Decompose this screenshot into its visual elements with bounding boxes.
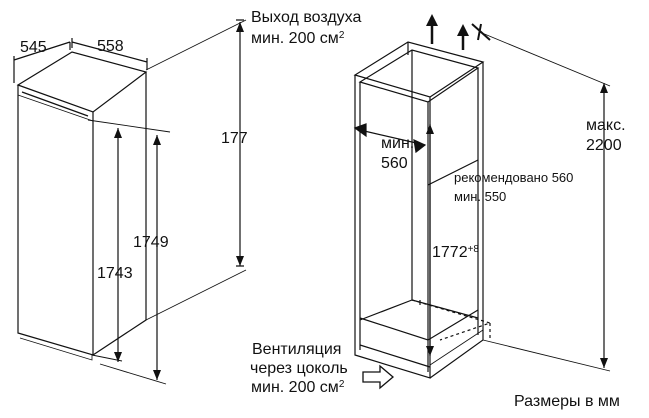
niche-frame-drawing: [353, 41, 492, 379]
min-width-label: мин. 550: [454, 189, 507, 204]
niche-dimensions: [353, 32, 611, 372]
arrowhead-up: [600, 83, 608, 93]
fridge-height-dimensions: [87, 119, 171, 385]
plinth-ventilation-arrow: [362, 364, 395, 390]
niche-height-label: 1772+8: [432, 244, 479, 262]
air-outlet-area-text: мин. 200 см: [251, 30, 339, 47]
ventilation-area-sup: 2: [338, 379, 345, 390]
arrowhead-up: [114, 128, 122, 138]
ventilation-area: мин. 200 см2: [251, 379, 344, 397]
niche-height-value: 1772: [432, 244, 468, 261]
niche-width-value-label: 560: [381, 155, 408, 172]
arrowhead-down: [600, 358, 608, 368]
width-dimension-label: 558: [97, 38, 124, 55]
depth-dimension-label: 545: [20, 39, 47, 56]
ventilation-area-text: мин. 200 см: [251, 379, 339, 396]
air-outlet-title: Выход воздуха: [251, 9, 362, 26]
ventilation-plinth: через цоколь: [250, 360, 348, 377]
arrowhead-down: [114, 352, 122, 362]
recommended-width-label: рекомендовано 560: [454, 170, 574, 185]
inner-height-label: 1743: [97, 265, 133, 282]
arrowhead-up: [153, 135, 161, 145]
arrowhead-up: [426, 124, 434, 134]
arrowhead-up: [236, 22, 244, 32]
air-outlet-area-sup: 2: [338, 30, 345, 41]
arrowhead-up: [426, 14, 438, 26]
arrowhead-up: [457, 24, 469, 36]
max-height-value: 2200: [586, 137, 622, 154]
max-height-label: макс.: [586, 117, 626, 134]
door-height-label: 1749: [133, 234, 169, 251]
air-outlet-area: мин. 200 см2: [251, 30, 344, 48]
arrowhead-down: [236, 256, 244, 266]
arrowhead-down: [426, 346, 434, 356]
fan-icon: [471, 23, 491, 41]
arrowhead-down: [153, 370, 161, 380]
fridge-appliance-drawing: [16, 51, 148, 361]
ventilation-title: Вентиляция: [252, 341, 342, 358]
total-height-label: 177: [221, 130, 248, 147]
niche-width-min-label: мин.: [381, 135, 415, 152]
niche-height-tolerance: +8: [467, 244, 479, 255]
units-note: Размеры в мм: [514, 393, 620, 410]
